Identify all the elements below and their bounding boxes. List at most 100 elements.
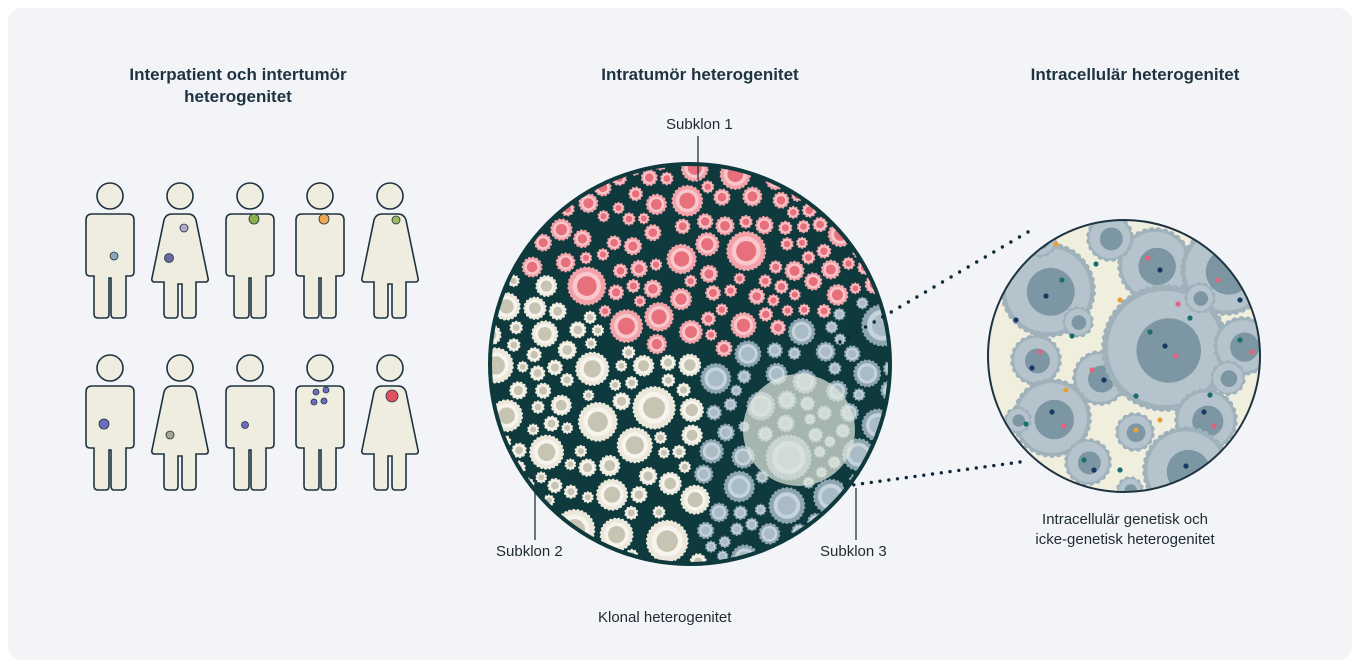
subklon-3-label: Subklon 3 <box>820 542 887 562</box>
connector-dot <box>887 478 890 481</box>
tumor-cell <box>697 522 714 539</box>
connector-dot <box>940 471 943 474</box>
connector-dot <box>975 466 978 469</box>
molecule-dot <box>1023 421 1028 426</box>
connector-dot <box>984 255 987 258</box>
molecule-dot <box>1043 293 1048 298</box>
molecule-dot <box>1201 409 1206 414</box>
connector-dot <box>924 290 927 293</box>
tumor-cell <box>713 189 730 206</box>
patient-figure-3 <box>226 183 274 318</box>
tumor-cell <box>660 355 676 371</box>
patient-figure-1 <box>86 183 134 318</box>
tumor-marker <box>242 422 249 429</box>
connector-dot <box>913 475 916 478</box>
subklon-2-label: Subklon 2 <box>496 542 563 562</box>
molecule-dot <box>1117 297 1122 302</box>
molecule-dot <box>1249 437 1254 442</box>
connector-dot <box>915 295 918 298</box>
molecule-dot <box>1037 349 1042 354</box>
connector-dot <box>922 474 925 477</box>
tumor-marker <box>311 399 317 405</box>
tumor-marker <box>249 214 259 224</box>
tumor-cell <box>681 154 709 182</box>
connector-dot <box>907 300 910 303</box>
connector-dot <box>967 265 970 268</box>
connector-dot <box>852 483 855 486</box>
zoom-region <box>743 374 855 486</box>
patient-figure-5 <box>362 183 418 318</box>
patient-figure-6 <box>86 355 134 490</box>
tumor-marker <box>386 390 398 402</box>
connector-dot <box>1001 245 1004 248</box>
molecule-dot <box>1091 467 1096 472</box>
molecule-dot <box>1183 463 1188 468</box>
molecule-dot <box>1059 277 1064 282</box>
connector-dot <box>1009 240 1012 243</box>
connector-dot <box>992 464 995 467</box>
zoom-cell <box>1064 438 1111 485</box>
molecule-dot <box>1227 259 1232 264</box>
molecule-dot <box>1215 277 1220 282</box>
tumor-marker <box>321 398 327 404</box>
intracellular-caption: Intracellulär genetisk och icke-genetisk… <box>1000 510 1250 550</box>
patient-figure-2 <box>152 183 208 318</box>
connector-dot <box>843 484 846 487</box>
connector-dot <box>870 481 873 484</box>
patient-figure-9 <box>296 355 344 490</box>
connector-dot <box>881 315 884 318</box>
subklon-1-label: Subklon 1 <box>666 115 733 135</box>
connector-dot <box>966 468 969 471</box>
tumor-cell <box>608 285 624 301</box>
molecule-dot <box>1162 343 1167 348</box>
connector-dot <box>1018 235 1021 238</box>
tumor-marker <box>110 252 118 260</box>
tumor-cell <box>569 321 586 338</box>
connector-dot <box>898 305 901 308</box>
tumor-marker <box>180 224 188 232</box>
connector-dot <box>1018 460 1021 463</box>
tumor-marker <box>392 216 400 224</box>
tumor-marker <box>165 254 174 263</box>
connector-dot <box>896 477 899 480</box>
molecule-dot <box>1093 261 1098 266</box>
molecule-dot <box>1207 392 1212 397</box>
tumor-cell <box>567 267 606 306</box>
tumor-cell <box>767 342 783 358</box>
connector-dot <box>1026 230 1029 233</box>
connector-dot <box>873 320 876 323</box>
tumor-cell <box>716 340 733 357</box>
tumor-cell <box>578 402 618 442</box>
molecule-dot <box>1237 297 1242 302</box>
molecule-dot <box>1029 365 1034 370</box>
molecule-dot <box>1157 267 1162 272</box>
tumor-cell <box>535 383 551 399</box>
tumor-cell <box>748 288 765 305</box>
patient-figure-4 <box>296 183 344 318</box>
patient-figures <box>86 183 418 490</box>
molecule-dot <box>1211 423 1216 428</box>
molecule-dot <box>1227 457 1232 462</box>
zoom-cell <box>1236 424 1268 456</box>
connector-dot <box>878 480 881 483</box>
molecule-dot <box>1081 457 1086 462</box>
molecule-dot <box>1133 427 1138 432</box>
connector-dot <box>983 465 986 468</box>
molecule-dot <box>1193 473 1198 478</box>
connector-dot <box>958 270 961 273</box>
molecule-dot <box>1013 317 1018 322</box>
intracellular-caption-line2: icke-genetisk heterogenitet <box>1035 531 1214 548</box>
connector-dot <box>838 340 841 343</box>
molecule-dot <box>1145 255 1150 260</box>
patient-figure-10 <box>362 355 418 490</box>
tumor-marker <box>166 431 174 439</box>
molecule-dot <box>1063 387 1068 392</box>
connector-dot <box>932 285 935 288</box>
molecule-dot <box>1175 301 1180 306</box>
connector-dot <box>941 280 944 283</box>
tumor-marker <box>313 389 319 395</box>
connector-dot <box>948 470 951 473</box>
molecule-dot <box>1053 241 1058 246</box>
molecule-dot <box>1101 377 1106 382</box>
connector-dot <box>855 330 858 333</box>
